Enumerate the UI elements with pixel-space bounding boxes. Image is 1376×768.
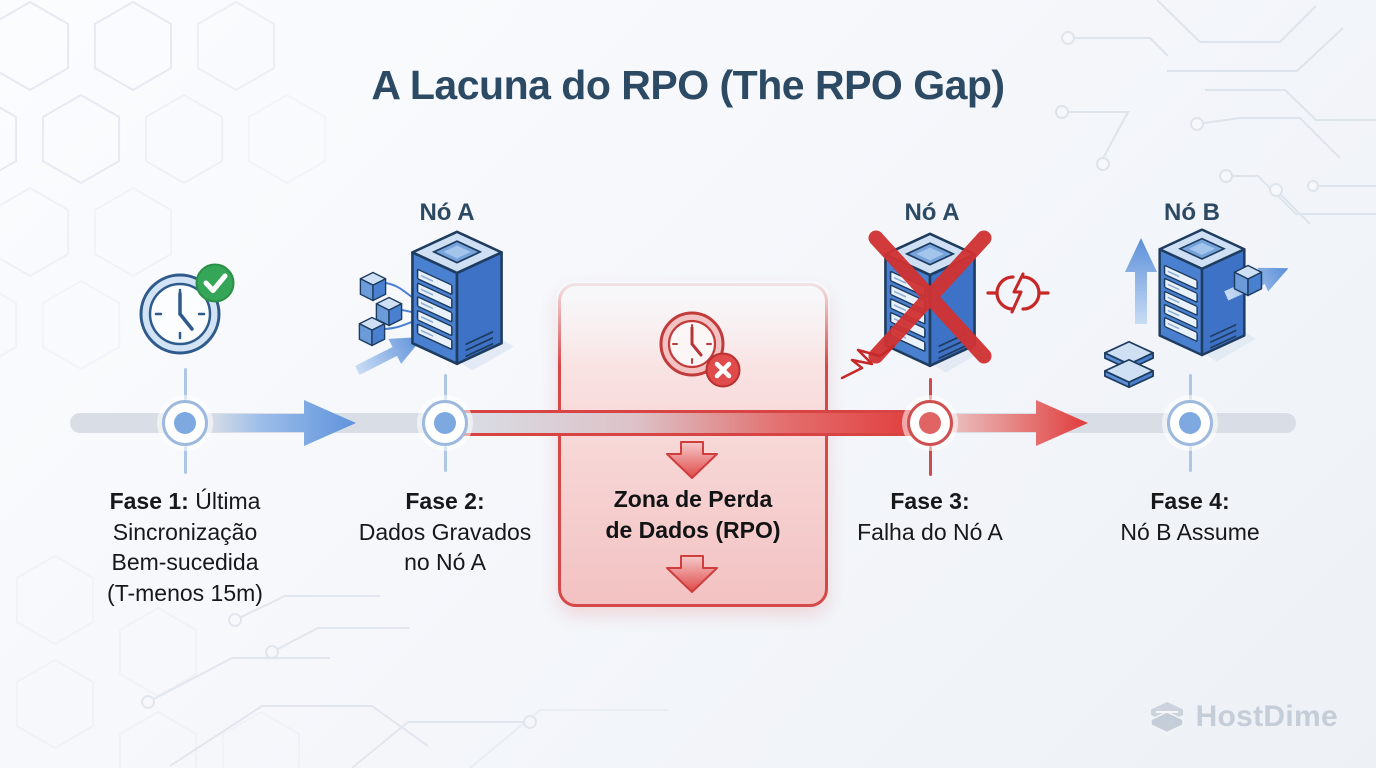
page-title: A Lacuna do RPO (The RPO Gap): [371, 62, 1005, 108]
timeline-red-arrow-icon: [942, 400, 1088, 446]
phase1-caption: Fase 1: Última Sincronização Bem-sucedid…: [107, 488, 263, 606]
node2-stem-bottom: [443, 446, 447, 472]
storage-stack-icon: [1104, 358, 1154, 389]
timeline-red-segment: [458, 410, 920, 436]
data-cube-icon: [358, 316, 386, 347]
sync-arrow-icon: [355, 336, 424, 375]
brand-logo-text: HostDime: [1195, 700, 1338, 733]
failover-up-arrow-icon: [1125, 238, 1157, 324]
server-icon: [411, 230, 515, 372]
zone-title: Zona de Perda de Dados (RPO): [605, 486, 781, 543]
server-receiving-data-icon: [355, 230, 515, 375]
phase2-caption: Fase 2: Dados Gravados no Nó A: [358, 488, 532, 575]
node-label-a-failed: Nó A: [904, 199, 960, 226]
node4-stem-top: [1188, 374, 1192, 400]
node3-stem-top: [928, 378, 932, 400]
server-takeover-icon: [1104, 228, 1289, 389]
phase4-caption: Fase 4: Nó B Assume: [1120, 488, 1260, 545]
broken-connection-icon: [840, 344, 896, 380]
clock-data-loss-icon: [659, 311, 741, 388]
timeline-node-phase4: [1167, 400, 1213, 446]
timeline-node-phase3: [907, 400, 953, 446]
disconnect-icon: [986, 272, 1050, 314]
clock-success-icon: [139, 263, 235, 355]
data-cube-icon: [1233, 264, 1263, 297]
timeline-blue-arrow-icon: [210, 400, 356, 446]
data-cube-icon: [359, 271, 387, 302]
phase3-caption: Fase 3: Falha do Nó A: [857, 488, 1003, 545]
node1-stem-bottom: [183, 446, 187, 474]
checkmark-badge-icon: [195, 263, 235, 303]
down-arrow-icon: [666, 441, 718, 479]
circuit-pattern: [1055, 0, 1376, 225]
red-x-icon: [868, 230, 992, 364]
server-failed-icon: [840, 230, 1050, 380]
server-icon: [1158, 228, 1257, 363]
circuit-pattern-bottom: [141, 595, 668, 768]
node3-stem-bottom: [928, 446, 932, 476]
node-label-a: Nó A: [419, 199, 475, 226]
node-label-b: Nó B: [1164, 199, 1220, 226]
node2-stem-top: [443, 374, 447, 400]
stacked-hexagon-server-icon: [1149, 702, 1184, 734]
timeline-node-phase2: [422, 400, 468, 446]
brand-logo: HostDime: [1148, 700, 1338, 734]
node4-stem-bottom: [1188, 446, 1192, 472]
timeline-node-phase1: [162, 400, 208, 446]
down-arrow-icon: [666, 555, 718, 593]
node1-stem-top: [183, 368, 187, 400]
x-badge-icon: [705, 352, 741, 388]
